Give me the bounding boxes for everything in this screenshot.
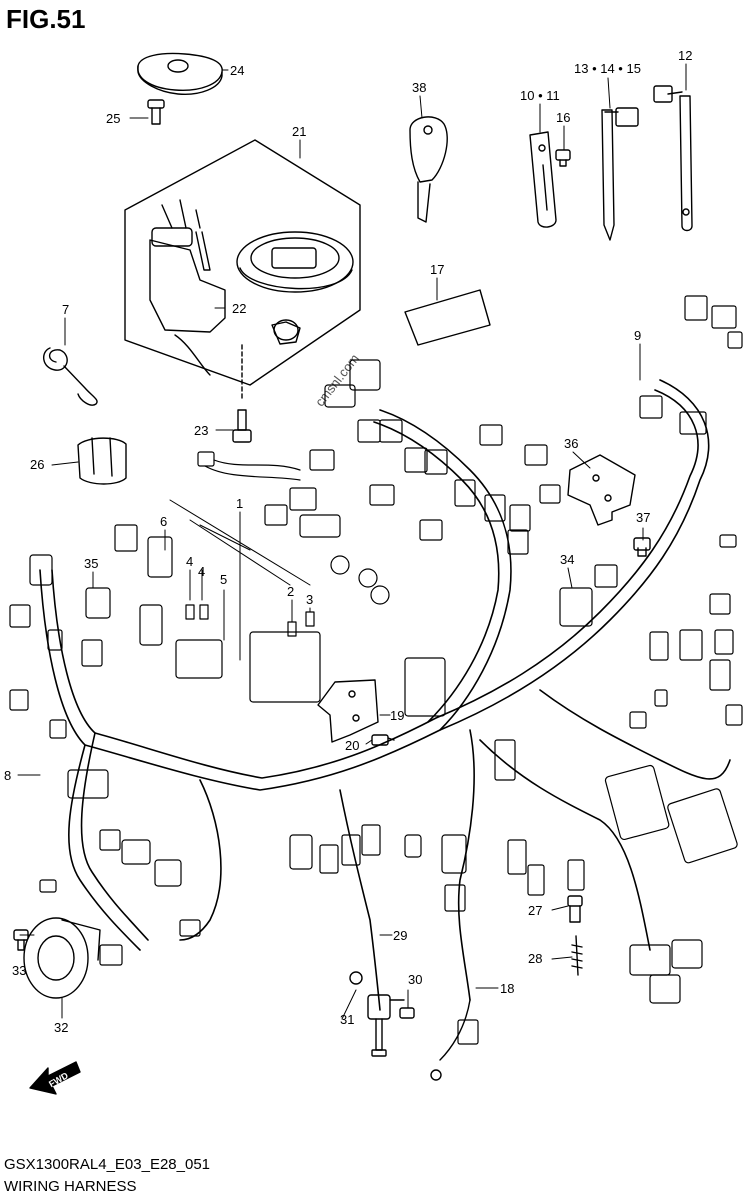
callout-1: 1 xyxy=(236,496,243,511)
callout-23: 23 xyxy=(194,423,208,438)
part-24-cover xyxy=(137,52,223,95)
callout-32: 32 xyxy=(54,1020,68,1035)
part-31-switch xyxy=(349,971,405,1057)
callout-28: 28 xyxy=(528,951,542,966)
callout-26: 26 xyxy=(30,457,44,472)
callout-10-11: 10 • 11 xyxy=(520,88,560,103)
part-16-screw xyxy=(555,149,571,167)
callout-2: 2 xyxy=(287,584,294,599)
callout-37: 37 xyxy=(636,510,650,525)
main-harness-trunk xyxy=(39,379,731,1011)
callout-30: 30 xyxy=(408,972,422,987)
fwd-arrow-icon: FWD xyxy=(29,1061,81,1095)
part-13-15-clamp xyxy=(601,107,639,241)
part-26-cap xyxy=(77,437,127,485)
callout-9: 9 xyxy=(634,328,641,343)
callout-16: 16 xyxy=(556,110,570,125)
part-30-screw xyxy=(399,1007,415,1019)
callout-labels: 24 25 21 22 23 7 26 38 10 • 11 16 13 • 1… xyxy=(4,48,692,1035)
part-33-bolt xyxy=(13,929,29,951)
part-27-sensor xyxy=(567,895,583,923)
part-19-bracket xyxy=(317,679,379,743)
callout-21: 21 xyxy=(292,124,306,139)
model-code: GSX1300RAL4_E03_E28_051 xyxy=(4,1156,211,1173)
harness-connectors xyxy=(9,295,743,1045)
callout-20: 20 xyxy=(345,738,359,753)
leader-lines xyxy=(17,63,687,1020)
callout-3: 3 xyxy=(306,592,313,607)
callout-5: 5 xyxy=(220,572,227,587)
callout-18: 18 xyxy=(500,981,514,996)
callout-35: 35 xyxy=(84,556,98,571)
part-38-key xyxy=(409,116,448,223)
callout-25: 25 xyxy=(106,111,120,126)
callout-34: 34 xyxy=(560,552,574,567)
callout-4b: 4 xyxy=(198,564,205,579)
callout-29: 29 xyxy=(393,928,407,943)
callout-24: 24 xyxy=(230,63,244,78)
callout-38: 38 xyxy=(412,80,426,95)
callout-13-14-15: 13 • 14 • 15 xyxy=(574,61,641,76)
callout-8: 8 xyxy=(4,768,11,783)
part-23-bolt xyxy=(232,344,252,443)
figure-title: FIG.51 xyxy=(6,4,86,34)
part-12-clamp xyxy=(653,85,693,232)
figure-caption: WIRING HARNESS xyxy=(4,1178,137,1195)
part-25-screw xyxy=(147,99,165,125)
part-32-horn xyxy=(23,917,101,999)
part-18-subharness xyxy=(430,999,471,1081)
part-7-spring xyxy=(43,347,98,406)
part-28-pin xyxy=(571,935,583,976)
part-36-bracket xyxy=(567,454,636,526)
callout-6: 6 xyxy=(160,514,167,529)
callout-27: 27 xyxy=(528,903,542,918)
part-17-tape xyxy=(404,289,491,346)
callout-17: 17 xyxy=(430,262,444,277)
callout-19: 19 xyxy=(390,708,404,723)
callout-31: 31 xyxy=(340,1012,354,1027)
part-10-11-band xyxy=(529,131,557,228)
part-21-ignition-set xyxy=(124,139,361,386)
callout-4a: 4 xyxy=(186,554,193,569)
callout-33: 33 xyxy=(12,963,26,978)
callout-7: 7 xyxy=(62,302,69,317)
callout-36: 36 xyxy=(564,436,578,451)
part-37-bolt xyxy=(633,537,651,557)
callout-22: 22 xyxy=(232,301,246,316)
callout-12: 12 xyxy=(678,48,692,63)
